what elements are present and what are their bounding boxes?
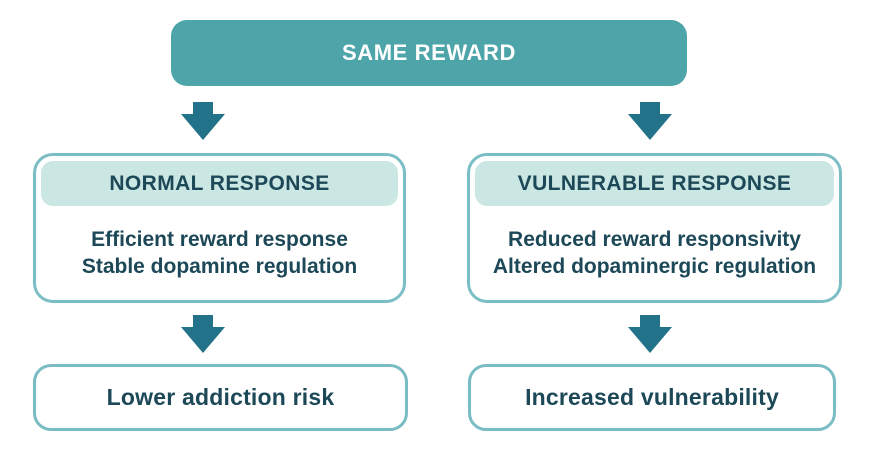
normal-response-body: Efficient reward response Stable dopamin…: [36, 206, 403, 300]
vulnerable-response-header-band: VULNERABLE RESPONSE: [475, 161, 834, 206]
increased-vulnerability-label: Increased vulnerability: [525, 384, 779, 410]
down-arrow-icon: [181, 102, 225, 140]
vulnerable-response-body: Reduced reward responsivity Altered dopa…: [470, 206, 839, 300]
normal-response-body-line: Stable dopamine regulation: [81, 255, 358, 278]
down-arrow-icon: [628, 315, 672, 353]
increased-vulnerability-node: Increased vulnerability: [468, 364, 836, 431]
vulnerable-response-body-line: Altered dopaminergic regulation: [492, 255, 817, 278]
normal-response-body-line: Efficient reward response: [91, 228, 348, 251]
normal-response-header-label: NORMAL RESPONSE: [109, 171, 330, 195]
root-node-same-reward: SAME REWARD: [171, 20, 687, 86]
down-arrow-icon: [181, 315, 225, 353]
normal-response-header-band: NORMAL RESPONSE: [41, 161, 398, 206]
root-node-label: SAME REWARD: [341, 40, 517, 65]
lower-addiction-risk-node: Lower addiction risk: [33, 364, 408, 431]
vulnerable-response-body-line: Reduced reward responsivity: [508, 228, 801, 251]
lower-addiction-risk-label: Lower addiction risk: [106, 384, 335, 410]
normal-response-node: NORMAL RESPONSE Efficient reward respons…: [33, 153, 406, 303]
vulnerable-response-header-label: VULNERABLE RESPONSE: [517, 171, 792, 195]
down-arrow-icon: [628, 102, 672, 140]
vulnerable-response-node: VULNERABLE RESPONSE Reduced reward respo…: [467, 153, 842, 303]
